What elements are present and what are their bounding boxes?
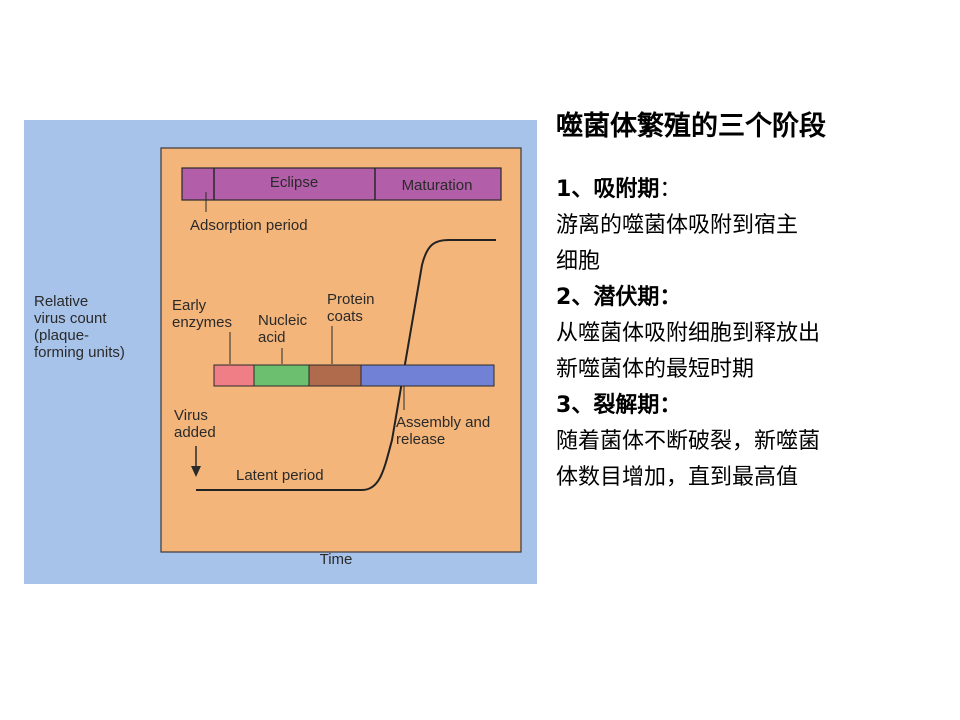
y-axis-label-line: Relative xyxy=(34,293,88,310)
early-enzymes-label: Early enzymes xyxy=(172,297,232,331)
adsorption-period-label: Adsorption period xyxy=(190,217,308,234)
phage-growth-diagram: Eclipse Maturation Adsorption period Rel… xyxy=(24,120,537,584)
growth-curve xyxy=(196,239,496,491)
phase-bar xyxy=(181,167,502,201)
section-heading-text: 、吸附期 xyxy=(571,177,660,202)
notes-title: 噬菌体繁殖的三个阶段 xyxy=(556,111,826,142)
section-body-lysis: 随着菌体不断破裂，新噬菌 体数目增加，直到最高值 xyxy=(556,429,821,490)
y-axis-label-line: (plaque- xyxy=(34,327,89,344)
nucleic-acid-label: Nucleic acid xyxy=(258,312,311,346)
assembly-release-segment xyxy=(360,364,495,387)
section-body-adsorption: 游离的噬菌体吸附到宿主 细胞 xyxy=(556,213,799,274)
section-heading-colon: ： xyxy=(659,393,682,418)
protein-coats-label: Protein coats xyxy=(327,291,379,325)
section-heading-text: 、裂解期 xyxy=(571,393,660,418)
latent-period-label: Latent period xyxy=(236,467,324,484)
section-heading-colon: ： xyxy=(659,285,682,310)
section-body-latent: 从噬菌体吸附细胞到释放出 新噬菌体的最短时期 xyxy=(556,321,821,382)
protein-coats-segment xyxy=(308,364,362,387)
section-heading-colon: ： xyxy=(659,177,682,202)
virus-added-arrowhead xyxy=(191,466,201,477)
diagram-panel xyxy=(160,147,522,553)
section-number: 2 xyxy=(556,285,572,310)
eclipse-label: Eclipse xyxy=(270,174,318,191)
section-number: 1 xyxy=(556,177,572,202)
y-axis-label-line: virus count xyxy=(34,310,107,327)
early-enzymes-segment xyxy=(213,364,255,387)
section-heading-lysis: 3、裂解期： xyxy=(556,388,952,424)
virus-added-label: Virus added xyxy=(174,407,216,441)
x-axis-label: Time xyxy=(320,551,353,568)
section-heading-latent: 2、潜伏期： xyxy=(556,280,952,316)
section-heading-adsorption: 1、吸附期： xyxy=(556,172,952,208)
y-axis-label: Relative virus count (plaque- forming un… xyxy=(34,293,125,361)
maturation-label: Maturation xyxy=(402,177,473,194)
notes-panel: 噬菌体繁殖的三个阶段 1、吸附期： 游离的噬菌体吸附到宿主 细胞 2、潜伏期： … xyxy=(556,104,952,496)
assembly-release-label: Assembly and release xyxy=(396,414,494,448)
y-axis-label-line: forming units) xyxy=(34,344,125,361)
section-heading-text: 、潜伏期 xyxy=(571,285,660,310)
nucleic-acid-segment xyxy=(253,364,310,387)
section-number: 3 xyxy=(556,393,572,418)
